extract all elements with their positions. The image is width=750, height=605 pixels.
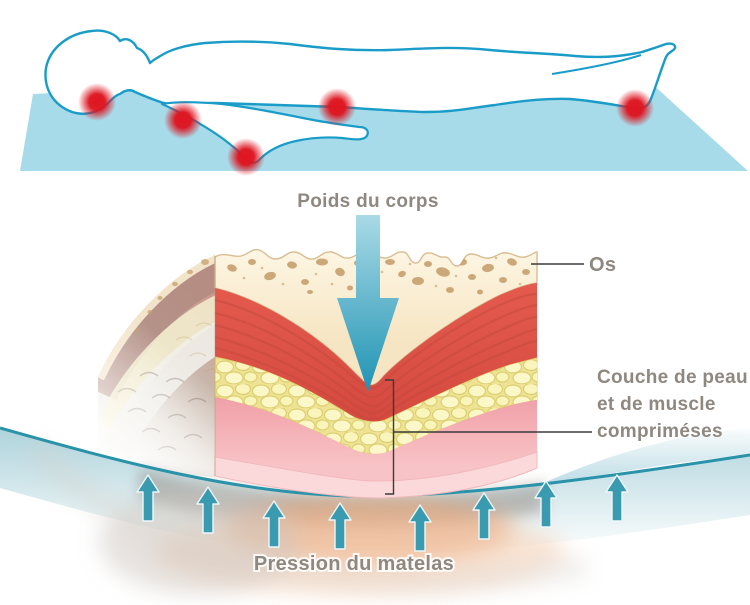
annotation-lines xyxy=(385,263,592,495)
compressed-label-line3: compriméses xyxy=(597,421,723,442)
mattress-pressure-label: Pression du matelas xyxy=(254,553,454,575)
mattress-surface-right-wedge xyxy=(535,428,750,487)
body-on-mat-scene xyxy=(20,29,748,176)
compressed-bracket xyxy=(385,379,395,495)
body-weight-label: Poids du corps xyxy=(297,191,438,212)
up-arrow-icon xyxy=(136,474,160,522)
muscle-layer xyxy=(215,283,537,422)
side-bone-speckles xyxy=(136,259,209,332)
pressure-point-elbow xyxy=(227,138,265,176)
pressure-point-heel xyxy=(616,89,654,127)
pressure-point-head xyxy=(78,83,116,121)
up-arrow-icon xyxy=(605,474,629,522)
up-arrow-icon xyxy=(408,504,432,552)
compressed-label-line2: et de muscle xyxy=(597,394,716,415)
pressure-point-sacrum xyxy=(318,88,356,126)
bone-label: Os xyxy=(589,254,616,276)
mattress-pressure-arrows xyxy=(136,474,629,552)
pressure-point-shoulder xyxy=(164,101,202,139)
up-arrow-icon xyxy=(472,492,496,540)
fat-lobules xyxy=(215,357,537,454)
pressure-points xyxy=(78,83,654,176)
up-arrow-icon xyxy=(534,480,558,528)
down-arrow-icon xyxy=(337,215,399,392)
skin-layer xyxy=(215,397,537,482)
tissue-side-face xyxy=(98,255,215,477)
body-leg-inner-line xyxy=(551,54,642,75)
compressed-label-line1: Couche de peau xyxy=(597,367,748,388)
up-arrow-icon xyxy=(262,500,286,548)
muscle-striations xyxy=(214,292,538,421)
up-arrow-icon xyxy=(328,502,352,550)
body-silhouette xyxy=(44,29,677,115)
skin-light-layer xyxy=(214,451,538,499)
mattress-under-arc xyxy=(26,440,587,592)
up-arrow-icon xyxy=(196,486,220,534)
